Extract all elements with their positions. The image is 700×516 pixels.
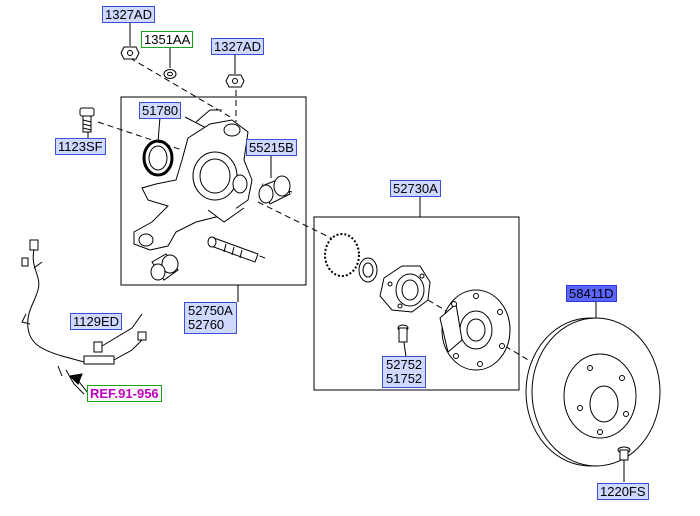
hub-unit	[379, 265, 431, 313]
bushing-55215b	[258, 175, 291, 205]
callout-disc[interactable]: 58411D	[566, 285, 617, 302]
bolt-1123sf	[79, 107, 95, 133]
wheel-speed-sensor-harness	[21, 239, 147, 395]
callout-knuckle-line2: 52760	[188, 317, 225, 332]
callout-knuckle-line1: 52750A	[188, 303, 233, 318]
nut-1327ad-top	[120, 46, 140, 60]
callout-knuckle[interactable]: 52750A 52760	[184, 302, 237, 334]
callout-hub-bolt-line1: 52752	[386, 357, 423, 372]
callout-bolt-left[interactable]: 1123SF	[55, 138, 106, 155]
callout-hub-assembly[interactable]: 52730A	[390, 180, 441, 197]
hub-flange	[439, 289, 511, 371]
reference-link[interactable]: REF.91-956	[87, 385, 162, 402]
callout-washer[interactable]: 1351AA	[141, 31, 194, 48]
disc-screw-1220fs	[617, 446, 631, 461]
callout-nut-top[interactable]: 1327AD	[102, 6, 155, 23]
nut-1327ad-right	[225, 74, 245, 88]
hub-bolt-52752	[397, 324, 409, 343]
knuckle-pin	[207, 236, 259, 263]
snap-ring	[358, 257, 378, 283]
washer-1351aa	[163, 69, 177, 79]
hub-group-box	[313, 216, 520, 391]
callout-bushing[interactable]: 55215B	[246, 139, 297, 156]
bearing	[324, 233, 360, 277]
callout-hub-bolt-line2: 51752	[386, 371, 423, 386]
knuckle-group-box	[120, 96, 307, 286]
knuckle-52750a	[133, 109, 253, 251]
brake-disc-58411d	[525, 317, 661, 467]
callout-sensor-bolt[interactable]: 1129ED	[70, 313, 123, 330]
seal-51780	[142, 139, 174, 177]
callout-nut-right[interactable]: 1327AD	[211, 38, 264, 55]
lower-bushing	[150, 253, 179, 281]
callout-hub-bolt[interactable]: 52752 51752	[382, 356, 427, 388]
callout-disc-screw[interactable]: 1220FS	[597, 483, 649, 500]
callout-seal[interactable]: 51780	[139, 102, 182, 119]
